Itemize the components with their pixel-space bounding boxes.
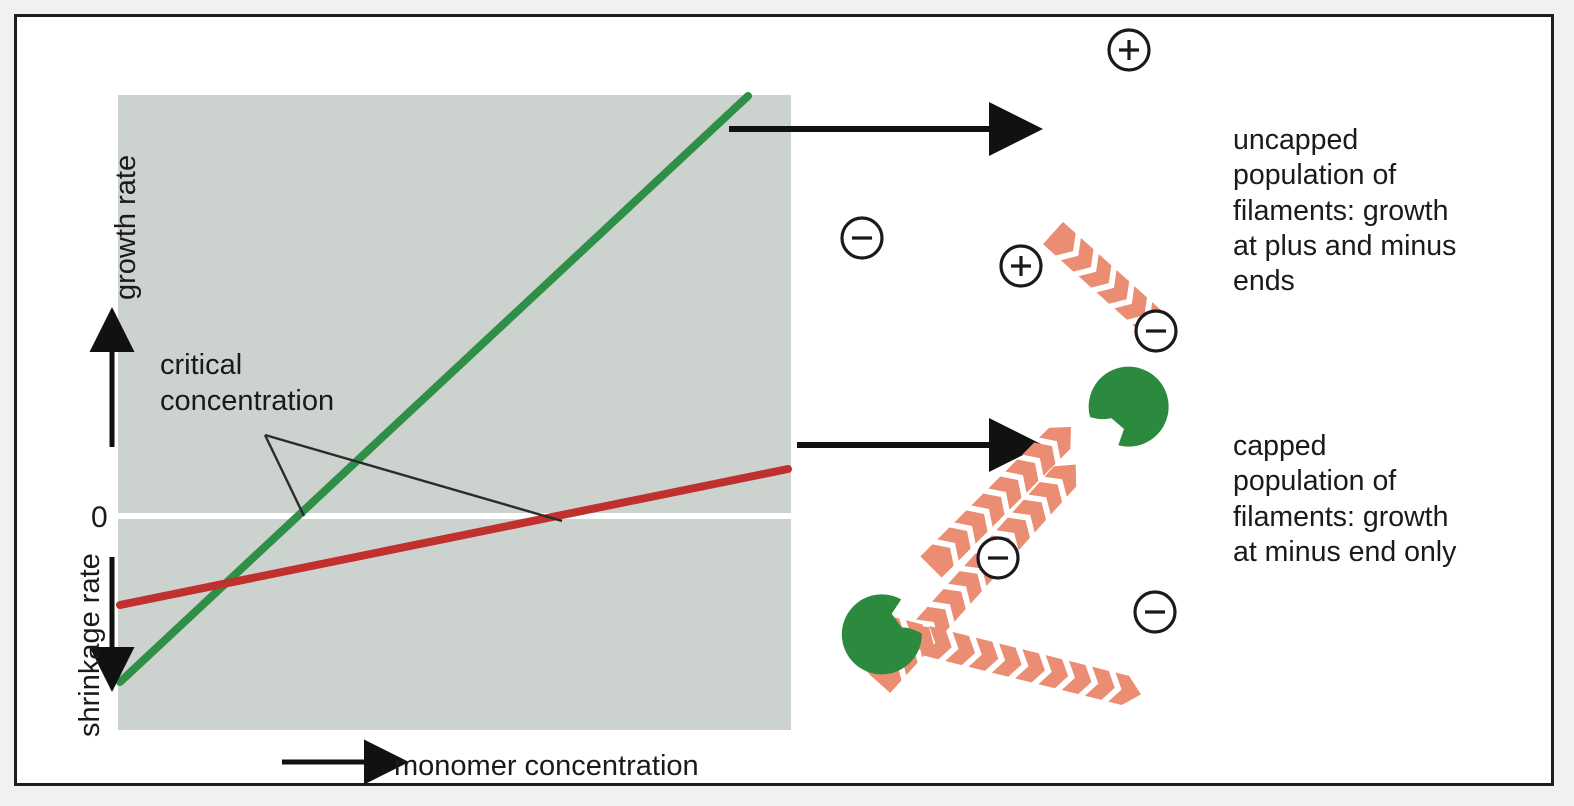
minus-end-marker-2 [1134,309,1178,353]
plus-end-marker-2 [999,244,1043,288]
figure-stage: growth rate shrinkage rate 0 monomer con… [17,17,1551,785]
critical-line-2: concentration [160,385,335,418]
series-line-minus-end [116,465,792,609]
caption-capped-line-2: population of [1233,465,1397,498]
caption-uncapped-line-3: filaments: growth [1233,194,1449,227]
capping-protein-2 [833,585,931,683]
figure-frame: growth rate shrinkage rate 0 monomer con… [14,14,1554,786]
plot-panel [89,92,792,785]
zero-baseline [118,513,791,519]
y-axis-zero-tick: 0 [91,501,108,534]
minus-end-marker-4 [1133,590,1177,634]
critical-concentration-leaders [263,433,563,523]
capped-filament-group [833,366,1177,709]
x-axis-label: monomer concentration [394,750,699,782]
caption-uncapped-line-2: population of [1233,159,1397,192]
plot-area [118,95,791,730]
caption-uncapped: uncapped population of filaments: growth… [1233,123,1545,300]
y-axis-shrinkage-label: shrinkage rate [73,553,107,737]
caption-uncapped-line-1: uncapped [1233,124,1359,156]
capping-protein-1 [1088,366,1169,447]
caption-capped-line-1: capped [1233,430,1327,462]
critical-line-1: critical [160,349,243,381]
minus-end-marker-1 [840,216,884,260]
uncapped-filament-group [840,28,1178,694]
figure-artwork [89,28,1178,785]
caption-uncapped-line-5: ends [1233,265,1295,298]
y-axis-growth-label: growth rate [110,154,142,300]
plus-end-marker-1 [1107,28,1151,72]
shrinkage-label-line-1: shrinkage rate [74,553,106,737]
caption-capped-line-4: at minus end only [1233,535,1457,568]
caption-capped-line-3: filaments: growth [1233,500,1449,533]
critical-concentration-annotation: critical concentration [160,347,334,420]
minus-end-marker-3 [976,536,1020,580]
caption-capped: capped population of filaments: growth a… [1233,429,1545,570]
caption-uncapped-line-4: at plus and minus [1233,229,1457,262]
